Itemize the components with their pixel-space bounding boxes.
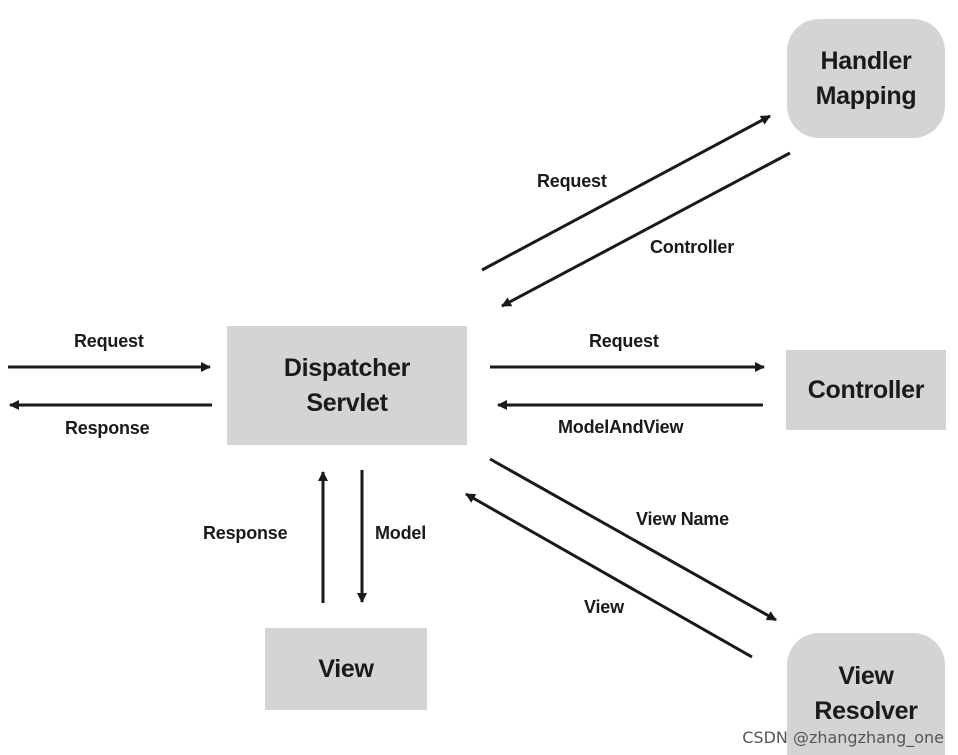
label-view-model: Model	[375, 523, 426, 543]
arrow-resolver-view	[465, 492, 753, 659]
label-controller-request: Request	[589, 331, 659, 351]
label-resolver-view-name: View Name	[636, 509, 729, 529]
watermark-text: CSDN @zhangzhang_one	[742, 728, 944, 747]
view-resolver-line2: Resolver	[814, 697, 918, 725]
handler-mapping-line2: Mapping	[815, 81, 917, 110]
label-controller-model-and-view: ModelAndView	[558, 417, 684, 437]
controller-node-label: Controller	[807, 375, 925, 404]
label-client-request: Request	[74, 331, 144, 351]
label-client-response: Response	[65, 418, 150, 438]
dispatcher-servlet-line1: Dispatcher	[283, 353, 411, 382]
label-resolver-view: View	[584, 597, 624, 617]
label-view-response: Response	[203, 523, 288, 543]
handler-mapping-node: Handler Mapping	[787, 19, 945, 138]
view-resolver-node: View Resolver	[787, 633, 945, 755]
label-handler-request: Request	[537, 171, 607, 191]
view-resolver-line1: View	[838, 662, 894, 690]
controller-node: Controller	[786, 350, 946, 430]
view-node: View	[265, 628, 427, 710]
handler-mapping-line1: Handler	[820, 46, 912, 75]
dispatcher-servlet-line2: Servlet	[306, 388, 388, 417]
label-handler-controller: Controller	[650, 237, 735, 257]
arrow-handler-controller	[501, 151, 791, 308]
view-node-label: View	[318, 654, 374, 683]
arrow-handler-request	[481, 114, 771, 272]
dispatcher-servlet-node: Dispatcher Servlet	[227, 326, 467, 445]
arrow-resolver-view-name	[489, 457, 777, 622]
